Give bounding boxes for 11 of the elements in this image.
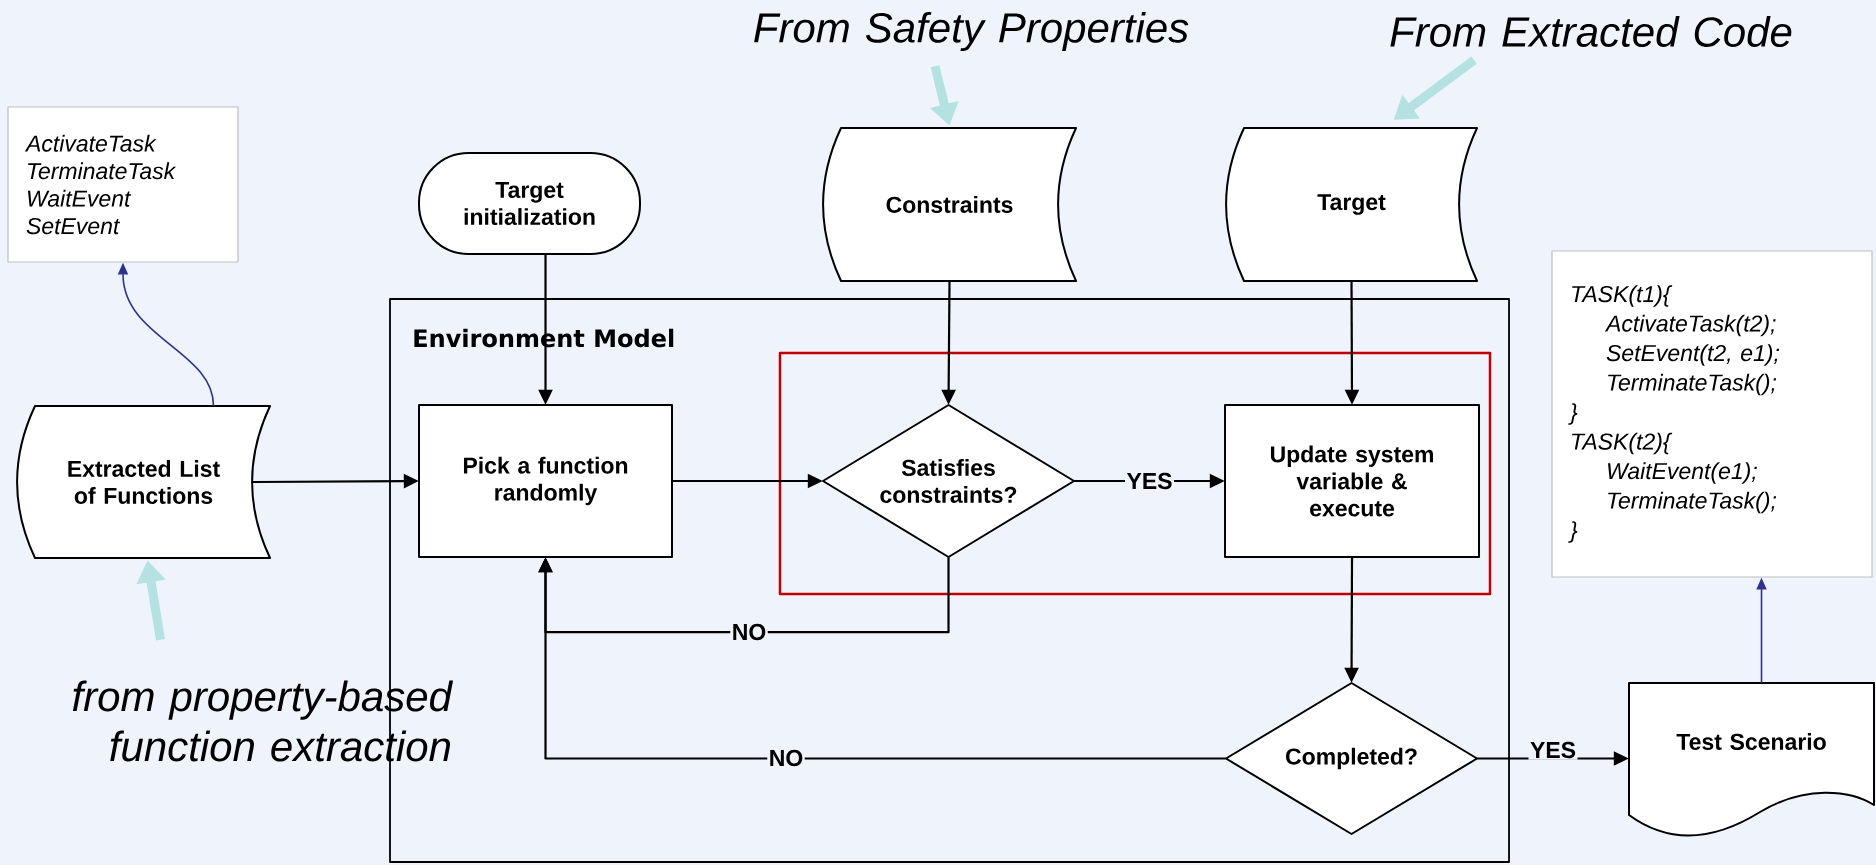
edge-label: NO [730,622,768,642]
annotation-text: From Extracted Code [1390,16,1792,47]
highlight-frame [778,351,1492,596]
function-list-box: ActivateTask TerminateTask WaitEvent SetEvent [7,106,239,263]
edge-label: YES [1528,740,1578,760]
process-box: Pick a function randomly [418,404,673,558]
annotation-text: From Safety Properties [754,11,1189,52]
process-box: Update system variable & execute [1224,404,1480,558]
code-box: TASK(t1){ ActivateTask(t2); SetEvent(t2, e1); TerminateTask(); } TASK(t2){ WaitEvent(e1); TerminateTask(); } [1551,250,1873,578]
edge-label: NO [767,748,805,768]
edge-label: YES [1125,471,1175,491]
